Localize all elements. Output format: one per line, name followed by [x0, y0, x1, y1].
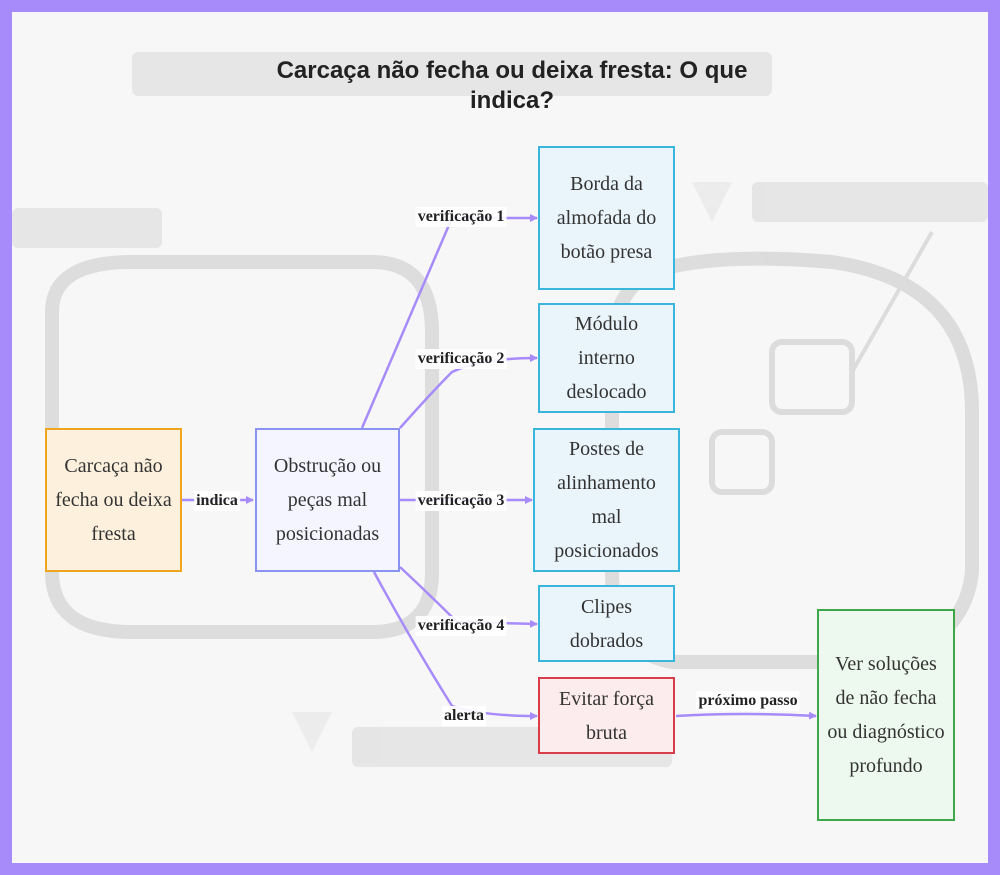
node-start: Carcaça não fecha ou deixa fresta	[45, 428, 182, 572]
edge-label-v3: verificação 3	[416, 491, 507, 511]
edge-alerta	[374, 572, 537, 716]
edge-label-indica: indica	[194, 491, 240, 511]
node-check4: Clipes dobrados	[538, 585, 675, 662]
edge-label-v1: verificação 1	[416, 207, 507, 227]
edge-label-v2: verificação 2	[416, 349, 507, 369]
edge-label-v4: verificação 4	[416, 616, 507, 636]
node-check3: Postes de alinhamento mal posicionados	[533, 428, 680, 572]
node-alert: Evitar força bruta	[538, 677, 675, 754]
diagram-canvas: Carcaça não fecha ou deixa fresta: O que…	[12, 12, 988, 863]
edge-label-proximo: próximo passo	[696, 691, 799, 711]
edge-v1	[362, 218, 537, 428]
edge-proximo	[676, 714, 816, 716]
node-next: Ver soluções de não fecha ou diagnóstico…	[817, 609, 955, 821]
node-check1: Borda da almofada do botão presa	[538, 146, 675, 290]
edge-label-alerta: alerta	[442, 706, 486, 726]
node-hub: Obstrução ou peças mal posicionadas	[255, 428, 400, 572]
node-check2: Módulo interno deslocado	[538, 303, 675, 413]
